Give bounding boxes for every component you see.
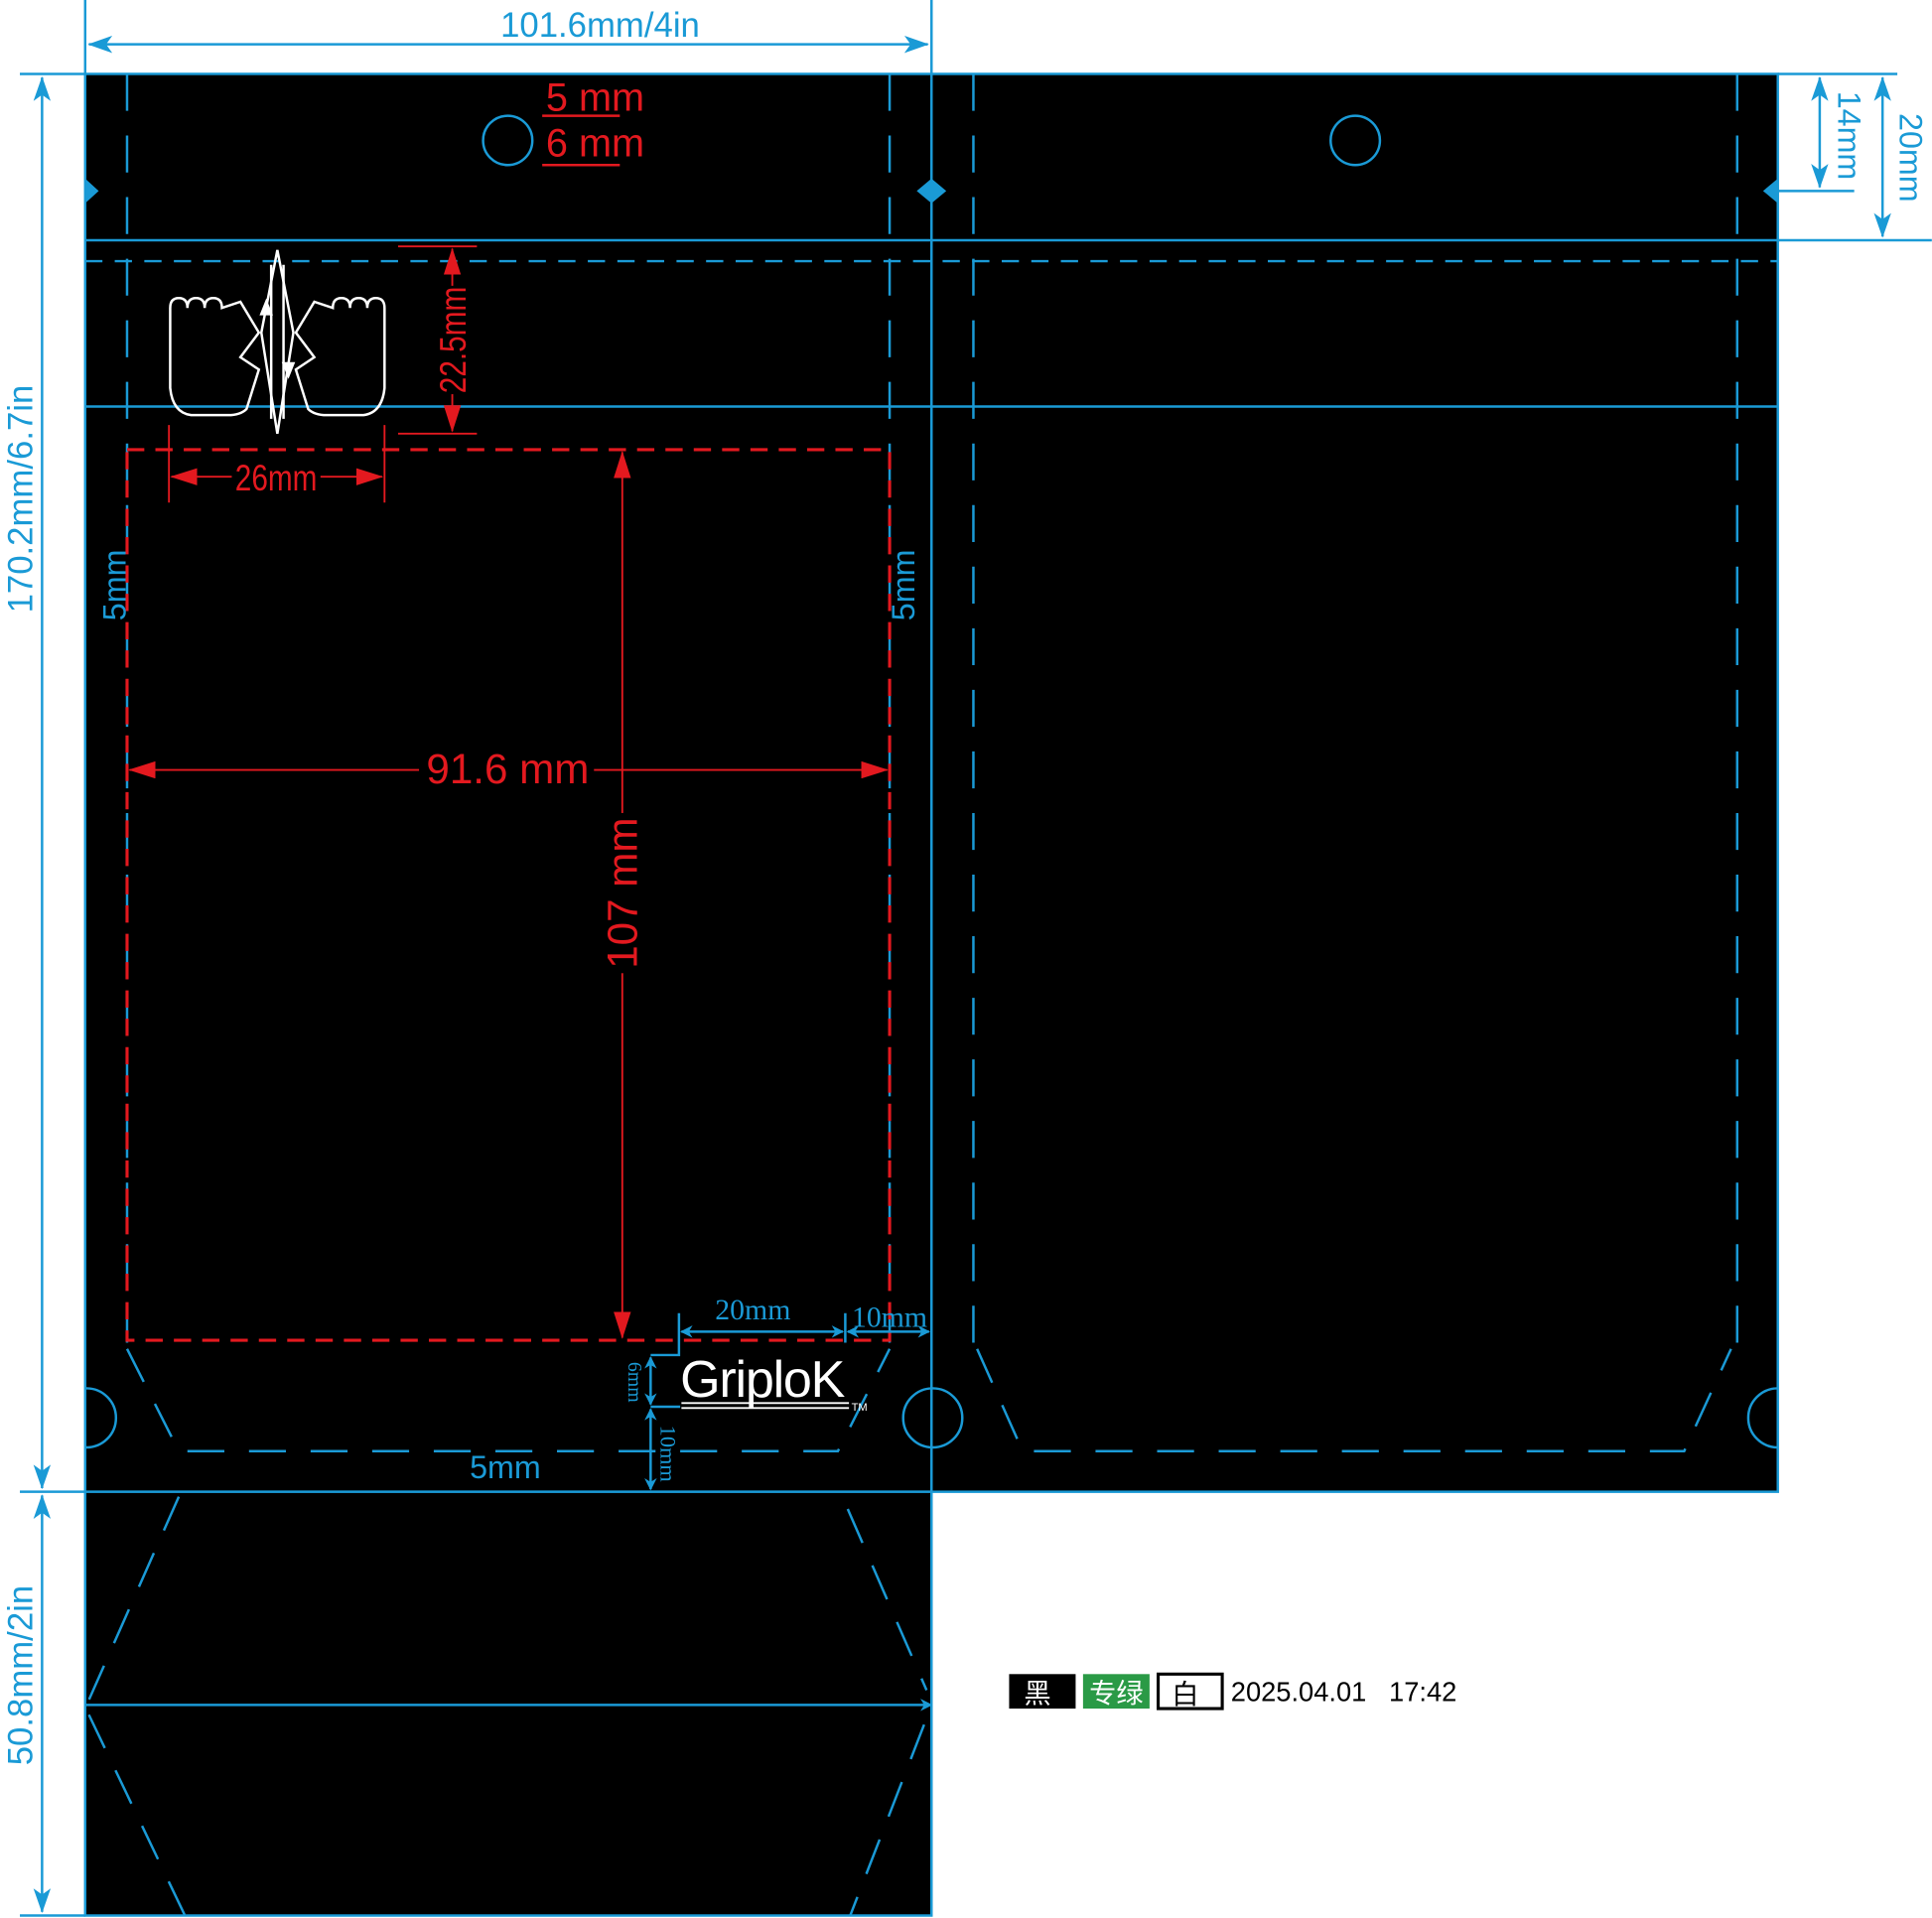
registration-marks: [84, 178, 1778, 204]
print-height-dimension: 107 mm: [600, 817, 646, 968]
legend-green-swatch: [1082, 1674, 1150, 1710]
legend-black-swatch: [1009, 1674, 1076, 1710]
logo-height-dimension: 6mm: [623, 1362, 645, 1403]
tear-hands-icon: [169, 249, 386, 434]
logo-bottom-dimension: 10mm: [655, 1426, 680, 1483]
legend-black-label: 黑: [1024, 1678, 1050, 1709]
hang-hole-5mm: 5 mm: [546, 76, 644, 120]
legend-datetime: 2025.04.01 17:42: [1231, 1677, 1457, 1708]
hang-hole-front: [482, 114, 534, 167]
back-panel: [930, 72, 1779, 1493]
width-dimension: 101.6mm/4in: [500, 7, 700, 45]
top-20mm-dimension: 20mm: [1893, 113, 1929, 203]
hang-hole-back: [1329, 114, 1382, 167]
legend-white-swatch: [1157, 1672, 1224, 1711]
print-area: [125, 448, 892, 1342]
logo-width-dimension: 20mm: [715, 1294, 790, 1326]
right-margin-label: 5mm: [886, 550, 921, 621]
bottom-margin-label: 5mm: [470, 1449, 541, 1485]
griplok-logo: GriploK: [680, 1351, 846, 1409]
height-dimension: 170.2mm/6.7in: [2, 385, 40, 614]
corner-notches: [84, 1387, 1778, 1449]
zipper-dimension: 22.5mm: [433, 287, 475, 394]
legend-green-label: 专绿: [1089, 1678, 1144, 1709]
left-margin-label: 5mm: [97, 550, 133, 621]
hang-hole-6mm: 6 mm: [546, 122, 644, 166]
gusset-dimension: 50.8mm/2in: [2, 1585, 40, 1765]
logo-right-dimension: 10mm: [852, 1301, 927, 1333]
legend-white-label: 白: [1172, 1679, 1198, 1710]
top-14mm-dimension: 14mm: [1832, 91, 1867, 181]
icon-width-dimension: 26mm: [235, 458, 318, 499]
print-width-dimension: 91.6 mm: [426, 746, 589, 792]
logo-trademark: TM: [852, 1402, 868, 1414]
